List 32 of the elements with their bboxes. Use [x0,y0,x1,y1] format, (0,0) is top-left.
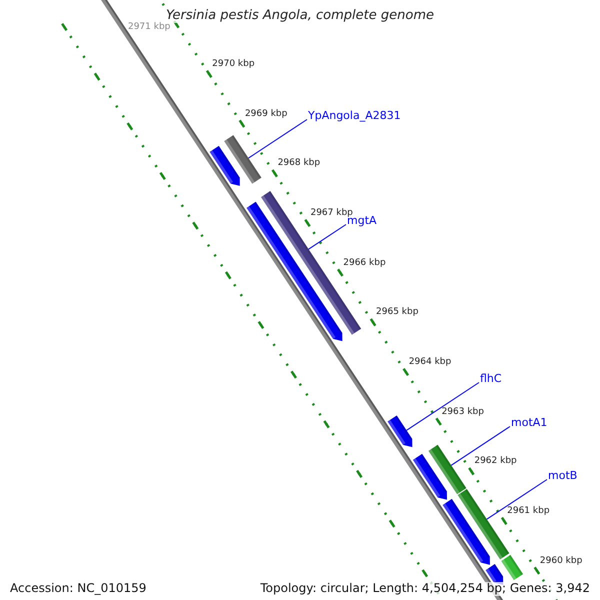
scale-label: 2962 kbp [474,456,517,467]
gene-bar [428,444,466,494]
gene-bar [224,135,262,184]
leader-line [450,426,510,466]
gene-label: flhC [480,373,502,386]
scale-label: 2963 kbp [442,406,484,417]
scale-label: 2965 kbp [376,307,418,318]
scale-label: 2960 kbp [540,556,582,566]
gene-label: mgtA [347,215,377,228]
leader-line [248,118,308,159]
scale-label: 2970 kbp [212,59,255,70]
gene-bar [210,146,240,186]
gene-bar [458,489,510,560]
gene-label: YpAngola_A2831 [308,110,401,123]
scale-label: 2968 kbp [278,158,320,169]
gene-bar [412,454,447,500]
accession-text: Accession: NC_010159 [10,582,146,596]
gene-label: motA1 [511,417,548,430]
leader-line [486,478,548,520]
scale-label: 2966 kbp [343,258,386,268]
gene-bar [501,554,524,580]
gene-bar [388,415,412,448]
title: Yersinia pestis Angola, complete genome [166,8,434,23]
leader-line [308,224,346,250]
scale-label: 2969 kbp [244,108,288,120]
gene-label: motB [548,470,578,483]
scale-label: 2971 kbp [128,22,170,33]
leader-line [406,382,480,431]
scale-label: 2967 kbp [310,208,353,218]
gene-bar [442,498,490,565]
scale-label: 2961 kbp [507,506,550,516]
scale-label: 2964 kbp [408,356,452,368]
